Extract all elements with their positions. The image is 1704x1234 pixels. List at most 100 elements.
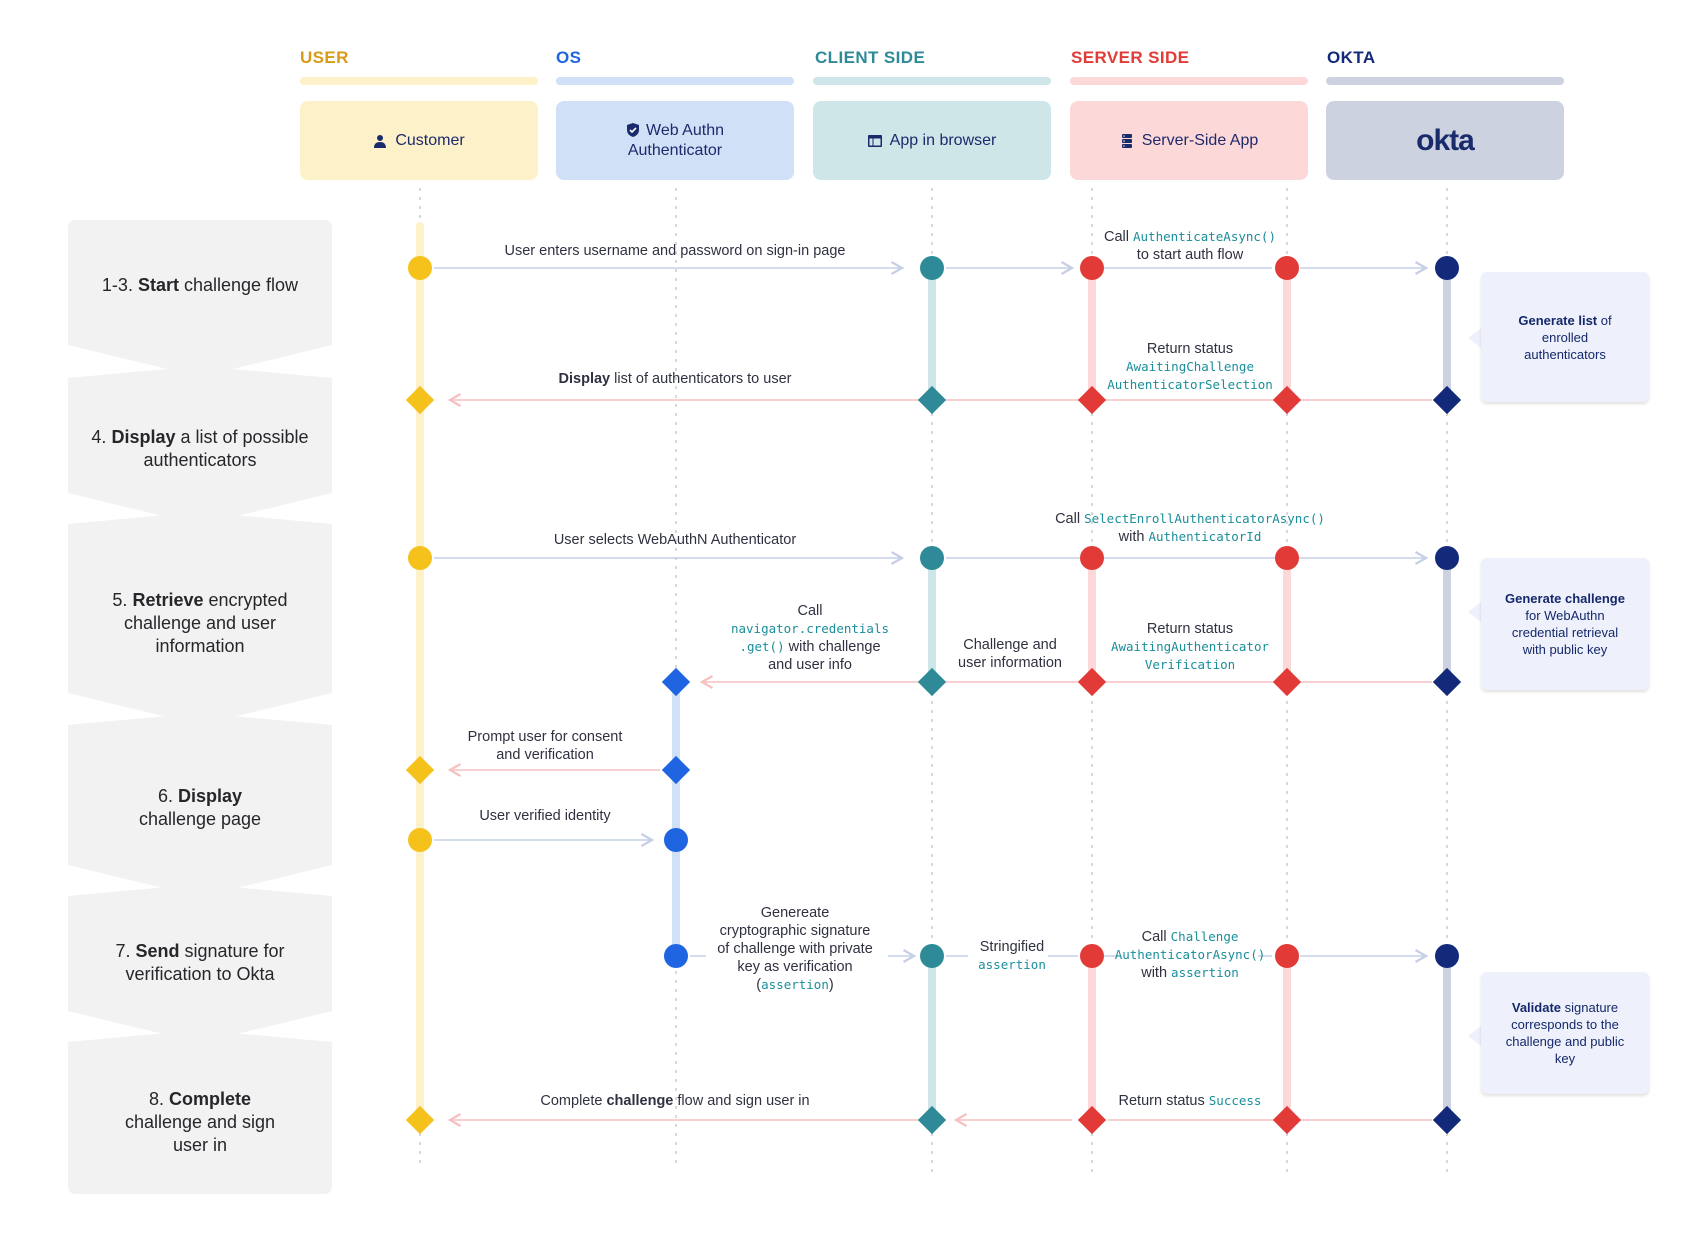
node-server-b-r3	[1275, 546, 1299, 570]
diamond-server-a-r4	[1077, 667, 1107, 697]
activation-okta-3	[1443, 956, 1451, 1120]
diamond-server-a-r8	[1077, 1105, 1107, 1135]
shield-check-icon	[627, 123, 639, 138]
activation-okta-1	[1443, 268, 1451, 402]
okta-logo: okta	[1416, 123, 1475, 157]
diamond-server-b-r2	[1272, 385, 1302, 415]
note-pointer-3	[1468, 1026, 1481, 1046]
step-shape-1	[68, 220, 332, 377]
diamond-os-r4	[661, 667, 691, 697]
node-server-a-r1	[1080, 256, 1104, 280]
diamond-server-b-r8	[1272, 1105, 1302, 1135]
node-server-b-r1	[1275, 256, 1299, 280]
msg-call-select-enroll: Call SelectEnrollAuthenticatorAsync() wi…	[1055, 511, 1325, 545]
activation-server-b-2	[1283, 560, 1291, 682]
node-user-r1	[408, 256, 432, 280]
lane-header-os: OS	[556, 48, 582, 67]
node-okta-r3	[1435, 546, 1459, 570]
diamond-okta-r8	[1432, 1105, 1462, 1135]
diamond-client-r2	[917, 385, 947, 415]
note-validate-signature: Validate signature corresponds to the ch…	[1481, 972, 1649, 1094]
msg-challenge-user-info: Challenge and user information	[958, 637, 1062, 671]
msg-display-list: Display list of authenticators to user	[558, 371, 792, 387]
actor-customer-label: Customer	[395, 131, 465, 149]
note-generate-challenge: Generate challenge for WebAuthn credenti…	[1481, 558, 1649, 690]
lane-header-client: CLIENT SIDE	[815, 48, 926, 67]
activation-server-b-1	[1283, 268, 1291, 402]
step-1-3: 1-3. Start challenge flow	[101, 274, 299, 295]
actor-webauthn-line2: Authenticator	[627, 141, 723, 159]
step-4: 4. Display a list of possible authentica…	[91, 427, 309, 470]
browser-window-icon	[867, 134, 882, 147]
diamond-client-r4	[917, 667, 947, 697]
node-server-a-r3	[1080, 546, 1104, 570]
msg-call-challenge-authenticator: Call Challenge AuthenticatorAsync() with…	[1114, 929, 1266, 981]
lane-bar-os	[556, 77, 794, 85]
node-user-r3	[408, 546, 432, 570]
node-server-a-r7	[1080, 944, 1104, 968]
node-client-r1	[920, 256, 944, 280]
activation-user	[416, 222, 424, 1120]
activation-okta-2	[1443, 560, 1451, 682]
node-client-r3	[920, 546, 944, 570]
lane-bar-server	[1070, 77, 1308, 85]
activation-server-a-2	[1088, 560, 1096, 682]
diamond-okta-r2	[1432, 385, 1462, 415]
node-client-r7	[920, 944, 944, 968]
actor-server-app-label: Server-Side App	[1141, 131, 1259, 149]
step-shape-6	[68, 1030, 332, 1194]
msg-return-awaiting-verification: Return status AwaitingAuthenticator Veri…	[1110, 621, 1270, 672]
msg-return-awaiting-selection: Return status AwaitingChallenge Authenti…	[1107, 341, 1273, 392]
step-6: 6. Display challenge page	[138, 786, 262, 829]
msg-enter-credentials: User enters username and password on sig…	[504, 243, 846, 259]
msg-call-authenticate: Call AuthenticateAsync() to start auth f…	[1103, 229, 1276, 263]
actor-webauthn: Web Authn Authenticator	[556, 101, 794, 180]
activation-client-1	[928, 268, 936, 402]
activation-os	[672, 682, 680, 958]
note-pointer-1	[1468, 328, 1481, 348]
activation-server-a-3	[1088, 956, 1096, 1120]
msg-user-verified: User verified identity	[479, 808, 611, 824]
diamond-user-r2	[405, 385, 435, 415]
diamond-server-b-r4	[1272, 667, 1302, 697]
note-generate-list: Generate list of enrolled authenticators	[1481, 272, 1649, 402]
msg-prompt-consent: Prompt user for consent and verification	[467, 729, 623, 763]
node-os-r6	[664, 828, 688, 852]
arrows	[434, 261, 1432, 1127]
step-8: 8. Complete challenge and sign user in	[124, 1088, 276, 1155]
node-os-r7	[664, 944, 688, 968]
server-icon	[1121, 133, 1132, 148]
actor-customer: Customer	[300, 101, 538, 180]
step-shape-2	[68, 366, 332, 525]
msg-generate-signature: Genereate cryptographic signature of cha…	[717, 905, 873, 993]
msg-return-success: Return status Success	[1118, 1093, 1262, 1109]
diamond-server-a-r2	[1077, 385, 1107, 415]
lane-header-user: USER	[300, 48, 349, 67]
nodes	[405, 256, 1462, 1135]
actor-webauthn-line1: Web Authn	[646, 121, 724, 139]
msg-complete-challenge: Complete challenge flow and sign user in	[540, 1093, 810, 1109]
diamond-okta-r4	[1432, 667, 1462, 697]
msg-select-webauthn: User selects WebAuthN Authenticator	[553, 532, 797, 548]
lane-header-okta: OKTA	[1327, 48, 1376, 67]
actor-app-browser: App in browser	[813, 101, 1051, 180]
step-shape-3	[68, 512, 332, 725]
activation-client-3	[928, 956, 936, 1120]
node-okta-r7	[1435, 944, 1459, 968]
lane-header-server: SERVER SIDE	[1071, 48, 1190, 67]
actor-server-app: Server-Side App	[1070, 101, 1308, 180]
lane-bar-client	[813, 77, 1051, 85]
step-7: 7. Send signature for verification to Ok…	[115, 941, 285, 984]
actor-okta: okta	[1326, 101, 1564, 180]
msg-stringified-assertion: Stringified assertion	[978, 939, 1046, 972]
node-user-r6	[408, 828, 432, 852]
step-chevrons	[68, 220, 332, 1194]
activation-server-a-1	[1088, 268, 1096, 402]
actor-app-browser-label: App in browser	[889, 131, 997, 149]
activation-client-2	[928, 560, 936, 682]
node-okta-r1	[1435, 256, 1459, 280]
diamond-client-r8	[917, 1105, 947, 1135]
step-5: 5. Retrieve encrypted challenge and user…	[112, 589, 288, 656]
step-shape-4	[68, 713, 332, 897]
